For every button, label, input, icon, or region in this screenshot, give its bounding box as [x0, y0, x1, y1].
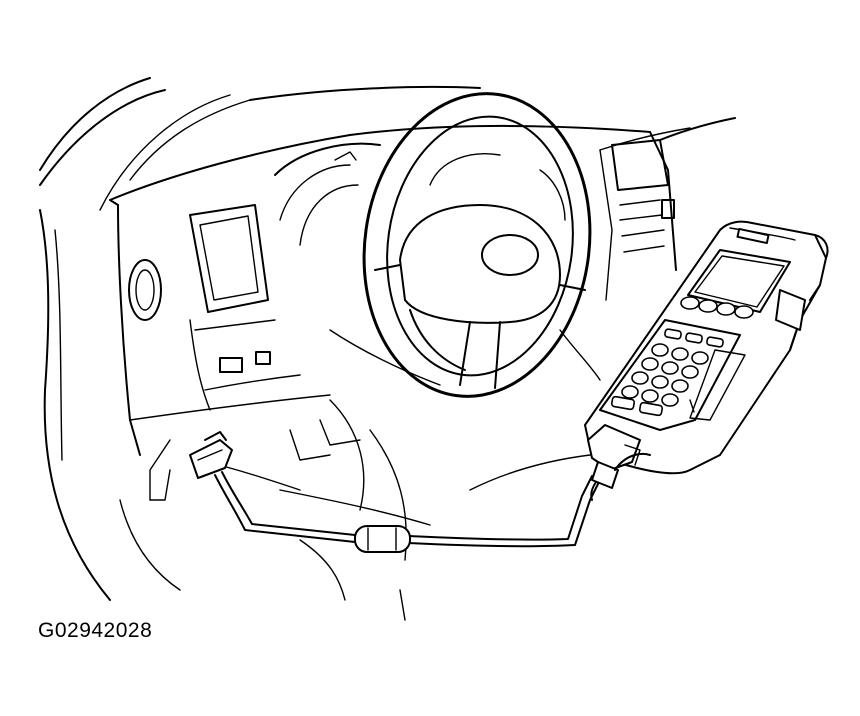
hand-held-tester: [584, 220, 829, 501]
floor-lines: [119, 399, 591, 621]
dlc-connector: [189, 431, 233, 479]
instrument-cluster: [274, 142, 381, 246]
dashboard: [109, 125, 677, 501]
cabin-pillar-lines: [39, 77, 736, 601]
keypad-keys: [610, 328, 724, 417]
figure-id-label: G02942028: [38, 619, 153, 642]
scan-tool-cable: [214, 471, 601, 553]
steering-wheel: [329, 92, 601, 398]
